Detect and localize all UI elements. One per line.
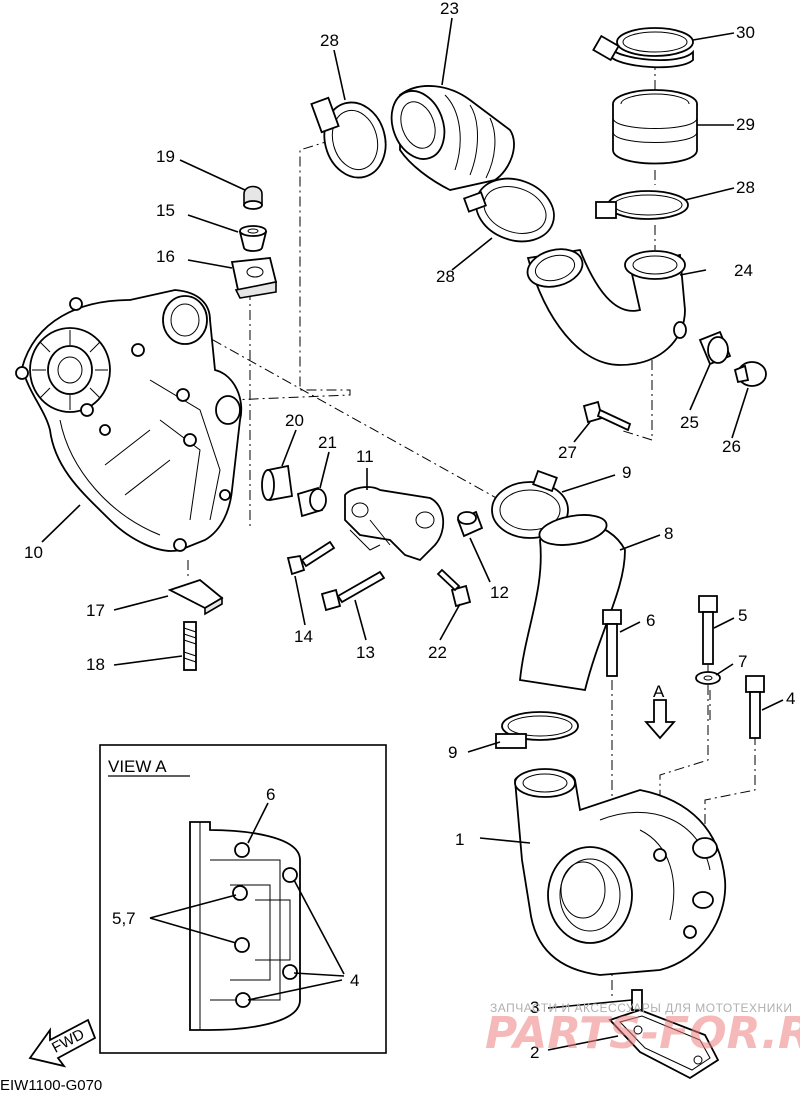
callout-11: 11 — [356, 447, 374, 466]
part-14-bolt — [286, 540, 336, 576]
part-21-bushing — [296, 486, 327, 518]
part-17-pad — [167, 578, 224, 616]
fwd-arrow — [28, 1018, 97, 1068]
part-16-grommet — [230, 257, 278, 299]
callout-25: 25 — [680, 413, 699, 432]
part-11-bracket — [344, 486, 444, 562]
part-13-bolt — [320, 570, 386, 612]
diagram-code: EIW1100-G070 — [0, 1077, 102, 1093]
callout-23: 23 — [440, 0, 459, 18]
callout-8: 8 — [664, 524, 673, 543]
part-22-bolt — [436, 568, 472, 608]
callout-9-lower: 9 — [448, 743, 457, 762]
callout-28-mid: 28 — [436, 267, 455, 286]
callout-1: 1 — [455, 830, 464, 849]
callout-19: 19 — [156, 147, 175, 166]
callout-4: 4 — [786, 689, 795, 708]
part-30-clamp — [592, 27, 694, 69]
callout-18: 18 — [86, 655, 105, 674]
part-24-elbow — [526, 248, 687, 366]
part-27-bolt — [582, 400, 632, 432]
part-7-washer — [695, 671, 721, 685]
callout-leaders — [41, 17, 784, 1051]
part-10-housing — [15, 289, 243, 552]
callout-13: 13 — [356, 643, 375, 662]
callout-5: 5 — [738, 606, 747, 625]
part-18-stud — [183, 621, 197, 671]
callout-15: 15 — [156, 201, 175, 220]
callout-21: 21 — [318, 433, 337, 452]
callout-3: 3 — [530, 998, 539, 1017]
part-8-hose — [519, 514, 626, 692]
watermark-tagline: ЗАПЧАСТИ И АКСЕССУАРЫ ДЛЯ МОТОТЕХНИКИ — [490, 1001, 792, 1015]
view-a-label-6: 6 — [266, 785, 275, 804]
part-15-bushing — [238, 225, 268, 252]
part-26-cap — [733, 361, 767, 387]
view-a-label-5-7: 5,7 — [112, 909, 136, 928]
watermark-logo: PARTS-FOR.RU — [485, 1008, 800, 1059]
part-28-clamp-c — [595, 190, 689, 220]
part-19-cap — [243, 185, 263, 210]
callout-22: 22 — [428, 643, 447, 662]
view-a-panel — [99, 744, 387, 1054]
callout-17: 17 — [86, 601, 105, 620]
callout-24: 24 — [734, 261, 753, 280]
part-28-clamp-a — [310, 96, 387, 179]
callout-29: 29 — [736, 115, 755, 134]
view-a-label-4: 4 — [350, 971, 359, 990]
part-29-coupler — [612, 89, 698, 165]
part-4-bolt — [745, 675, 765, 739]
part-23-duct — [390, 85, 515, 191]
part-9-clamp-lower — [495, 711, 579, 749]
part-25-grommet — [698, 330, 732, 366]
part-28-clamp-b — [462, 177, 555, 243]
callout-28-top: 28 — [320, 31, 339, 50]
callout-10: 10 — [24, 543, 43, 562]
part-5-bolt — [698, 595, 718, 665]
part-6-bolt — [602, 609, 622, 677]
part-2-gasket — [608, 1009, 720, 1080]
arrow-a-label: A — [653, 682, 665, 701]
callout-16: 16 — [156, 247, 175, 266]
view-a-title: VIEW A — [108, 757, 167, 776]
view-a-arrow — [644, 699, 676, 740]
part-20-fitting — [261, 464, 294, 502]
callout-7: 7 — [738, 652, 747, 671]
callout-30: 30 — [736, 23, 755, 42]
callout-14: 14 — [294, 627, 313, 646]
callout-28-right: 28 — [736, 178, 755, 197]
callout-26: 26 — [722, 437, 741, 456]
callout-12: 12 — [490, 583, 509, 602]
callout-27: 27 — [558, 443, 577, 462]
part-1-housing — [514, 768, 727, 976]
callouts: 1 2 3 4 5 6 7 8 9 9 10 11 12 13 14 15 16… — [24, 0, 795, 1062]
part-12-sleeve — [456, 510, 484, 538]
callout-6: 6 — [646, 611, 655, 630]
callout-2: 2 — [530, 1043, 539, 1062]
callout-9-upper: 9 — [622, 463, 631, 482]
callout-20: 20 — [285, 411, 304, 430]
